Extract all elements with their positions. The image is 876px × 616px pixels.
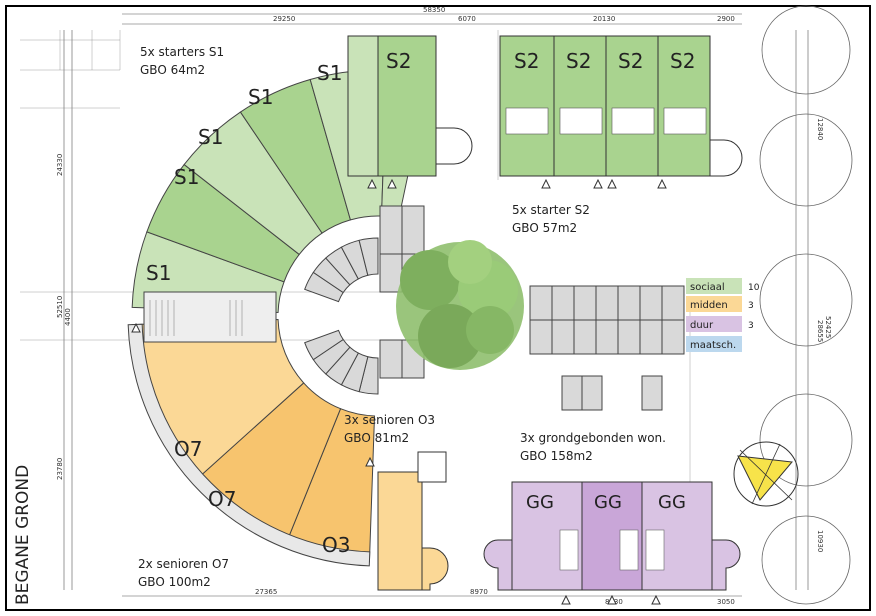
unit-label-s1: S1 [248,85,273,109]
north-arrow-icon [733,441,799,507]
dim-left-top: 24330 [56,154,64,176]
grondgebonden-count: 3x grondgebonden won. [520,431,666,445]
unit-label-s1: S1 [317,61,342,85]
o3-entry [417,451,447,483]
parking-space [304,329,344,361]
gg-block [483,481,741,591]
senioren-o3-count: 3x senioren O3 [344,413,435,427]
unit-label-s2: S2 [618,49,643,73]
parking-curve [304,237,379,395]
legend-swatch-midden [686,296,742,312]
unit-label-s2: S2 [670,49,695,73]
dim-left-total: 52510 [56,296,64,318]
o3-unit-bay [421,547,449,591]
s2-unit-2 [499,35,555,177]
legend-label: maatsch. [690,340,736,351]
unit-label-s2: S2 [386,49,411,73]
frame-border [5,5,871,611]
dim-bottom-a: 27365 [255,588,277,596]
legend-label: duur [690,320,714,331]
unit-label-gg: GG [658,492,686,513]
s2-unit-4 [605,35,659,177]
s2-block-arc [347,35,473,177]
gg-unit-3-bay [711,539,741,591]
central-tree [396,240,524,370]
unit-label-s1: S1 [174,165,199,189]
senioren-balcony-strip [127,323,371,567]
parking-rows [379,205,685,411]
unit-label-s1: S1 [146,261,171,285]
dimension-lines [63,13,809,597]
starter-s2-count: 5x starter S2 [512,203,590,217]
starter-s2-area: GBO 57m2 [512,221,577,235]
group-annotations: 5x starters S1 GBO 64m2 5x starter S2 GB… [138,45,666,589]
unit-label-s2: S2 [514,49,539,73]
unit-label-gg: GG [594,492,622,513]
legend-count: 3 [748,321,754,331]
legend-swatch-maatsch [686,336,742,352]
unit-labels: S1 S1 S1 S1 S1 S2 S2 S2 S2 S2 O7 O7 O3 G… [146,49,695,557]
s2-unit-1-bay [435,127,473,165]
dim-top-b: 6070 [458,15,476,23]
unit-label-o7: O7 [174,437,202,461]
starters-s1-count: 5x starters S1 [140,45,224,59]
dim-left-bottom: 23780 [56,458,64,480]
legend-count: 3 [748,301,754,311]
dim-left-mid: 4400 [64,308,72,326]
dim-top-total: 58350 [423,6,445,14]
plan-title: BEGANE GROND [13,465,33,605]
s2-unit-1-annex [347,35,379,177]
tree-row [759,5,853,605]
central-core-stairs [149,300,243,336]
unit-label-o3: O3 [322,533,350,557]
legend-count: 10 [748,283,760,293]
legend-swatch-sociaal [686,278,742,294]
s2-unit-5 [657,35,711,177]
starters-s1-area: GBO 64m2 [140,63,205,77]
unit-label-s1: S1 [198,125,223,149]
o3-unit-right [377,471,423,591]
s2-unit-3 [553,35,607,177]
legend-label: sociaal [690,282,725,293]
senioren-o7-area: GBO 100m2 [138,575,211,589]
dim-right-total: 52425 [824,316,832,338]
s2-block-row [499,35,743,177]
dim-bottom-b: 8970 [470,588,488,596]
parking-space [358,237,379,276]
dim-top-a: 29250 [273,15,295,23]
central-core [143,291,277,343]
senioren-o3-area: GBO 81m2 [344,431,409,445]
legend-swatch-duur [686,316,742,332]
unit-label-o7: O7 [208,487,236,511]
s2-unit-1 [377,35,437,177]
dim-top-d: 2900 [717,15,735,23]
dim-top-c: 20130 [593,15,615,23]
legend-label: midden [690,300,728,311]
entrance-markers [131,178,667,605]
dim-right-a: 12840 [816,118,824,140]
grondgebonden-area: GBO 158m2 [520,449,593,463]
s2-unit-5-bay [709,139,743,177]
legend: sociaal 10 midden 3 duur 3 maatsch. [686,278,760,352]
gg-unit-1-bay [483,539,513,591]
dim-right-c: 10930 [816,530,824,552]
dim-bottom-d: 3050 [717,598,735,606]
senioren-o7-count: 2x senioren O7 [138,557,229,571]
dim-right-b: 28655 [816,320,824,342]
unit-label-s2: S2 [566,49,591,73]
o3-block [377,451,449,591]
unit-label-gg: GG [526,492,554,513]
